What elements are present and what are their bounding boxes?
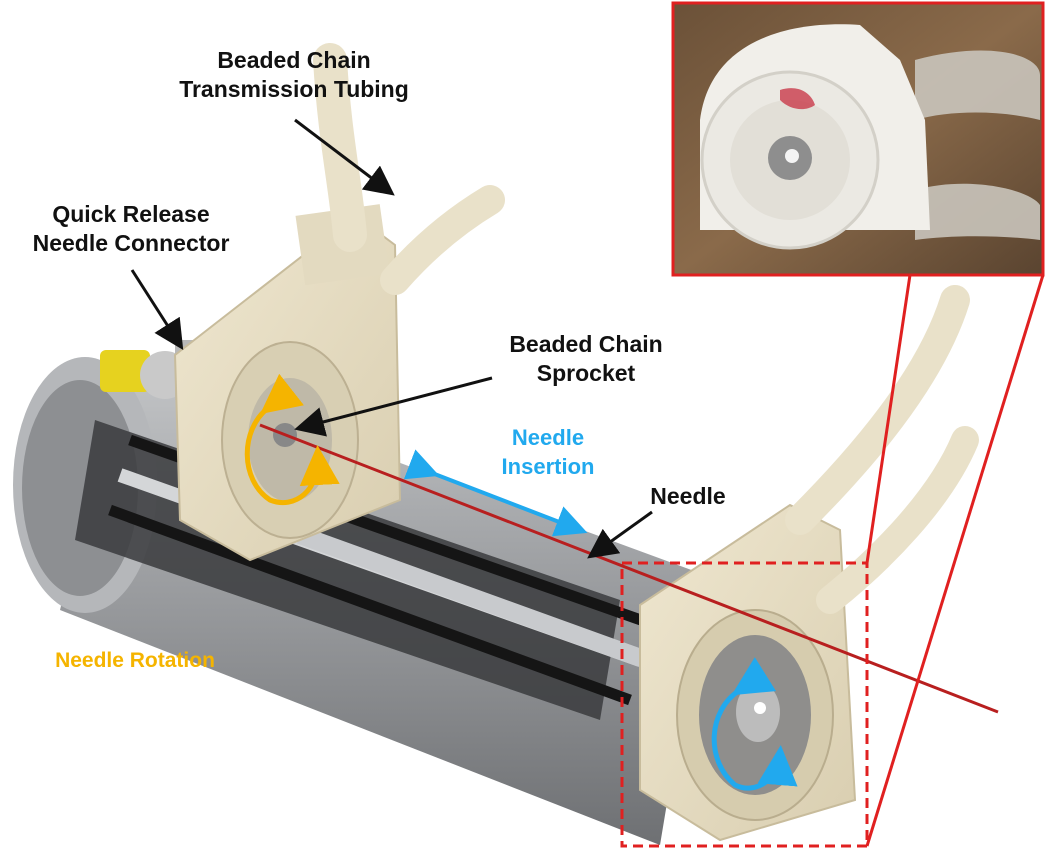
- insertion-label-line2: Insertion: [501, 454, 595, 479]
- needle: [259, 423, 999, 714]
- callout-line-right: [865, 274, 1045, 847]
- connector-label-line1: Quick Release: [52, 201, 210, 227]
- rotation-label: Needle Rotation: [14, 646, 256, 675]
- needle-label-text: Needle: [650, 483, 726, 509]
- transmission-tubing-rear: [313, 43, 505, 295]
- transmission-tubing-front: [785, 285, 979, 614]
- connector-label-line2: Needle Connector: [32, 230, 230, 256]
- sprocket-label: Beaded Chain Sprocket: [478, 330, 694, 388]
- rotation-arrow-blue: [711, 657, 798, 791]
- connector-label: Quick Release Needle Connector: [0, 200, 262, 258]
- insertion-arrow: [403, 449, 588, 537]
- callout-line-left: [865, 274, 912, 564]
- connector-leader: [130, 269, 184, 351]
- insertion-label-line1: Needle: [511, 425, 585, 450]
- sprocket-label-line2: Sprocket: [536, 360, 636, 386]
- prototype-photo-inset: [671, 1, 1045, 277]
- sprocket-leader: [294, 376, 493, 437]
- insertion-label: Needle Insertion: [478, 423, 618, 481]
- needle-leader: [587, 510, 653, 559]
- rotation-label-text: Needle Rotation: [55, 649, 215, 672]
- sprocket-label-line1: Beaded Chain: [509, 331, 663, 357]
- tubing-label: Beaded Chain Transmission Tubing: [158, 46, 430, 104]
- callout-dashed-box: [620, 561, 869, 848]
- tubing-label-line2: Transmission Tubing: [179, 76, 409, 102]
- tubing-label-line1: Beaded Chain: [217, 47, 371, 73]
- tubing-leader: [294, 118, 395, 196]
- rotation-arrow-orange: [244, 373, 340, 506]
- needle-label: Needle: [633, 482, 743, 511]
